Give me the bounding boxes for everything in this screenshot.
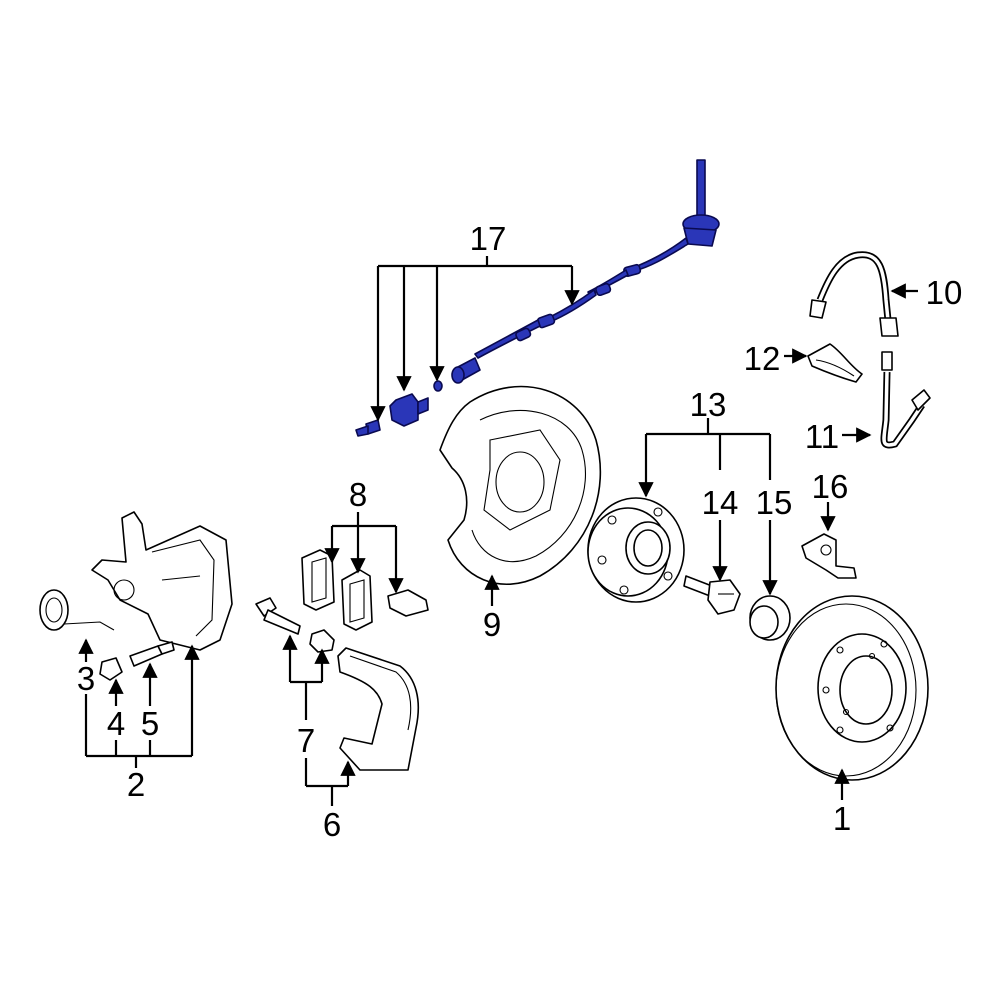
leader-8 (324, 512, 404, 594)
callout-3: 3 (77, 660, 95, 697)
caliper-spring-part[interactable] (39, 589, 115, 631)
callout-4: 4 (107, 705, 125, 742)
leader-2 (84, 644, 200, 768)
callout-8: 8 (349, 476, 367, 513)
brake-pads-part[interactable] (301, 549, 429, 631)
leader-7 (282, 634, 330, 720)
abs-sensor-part[interactable] (355, 159, 720, 437)
leader-13 (638, 418, 772, 498)
guide-pins-part[interactable] (255, 597, 335, 653)
callout-1: 1 (833, 800, 851, 837)
callout-12: 12 (744, 340, 781, 377)
brake-rotor-part[interactable] (775, 595, 929, 781)
hub-bolt-part[interactable] (683, 575, 741, 615)
callout-10: 10 (926, 274, 963, 311)
caliper-part[interactable] (91, 511, 233, 651)
callout-11: 11 (805, 418, 839, 455)
caliper-carrier-part[interactable] (337, 647, 420, 771)
callout-7: 7 (297, 722, 315, 759)
hub-bearing-part[interactable] (587, 497, 685, 603)
callout-15: 15 (756, 484, 793, 521)
hose-bracket-part[interactable] (807, 343, 863, 383)
sensor-bracket-part[interactable] (801, 533, 857, 579)
callout-9: 9 (483, 606, 501, 643)
callout-5: 5 (141, 705, 159, 742)
brake-hose-upper-part[interactable] (809, 251, 899, 337)
splash-shield-part[interactable] (439, 385, 602, 585)
callout-6: 6 (323, 806, 341, 843)
leader-17 (370, 256, 580, 422)
callout-14: 14 (702, 484, 739, 521)
leader-6 (304, 758, 356, 806)
caliper-boot-part[interactable] (99, 657, 123, 681)
brake-hose-lower-part[interactable] (880, 351, 931, 449)
dust-cap-part[interactable] (749, 595, 791, 641)
callout-16: 16 (812, 468, 849, 505)
callout-2: 2 (127, 766, 145, 803)
bleeder-screw-part[interactable] (129, 641, 175, 667)
callout-13: 13 (690, 386, 727, 423)
callout-17: 17 (470, 220, 507, 257)
